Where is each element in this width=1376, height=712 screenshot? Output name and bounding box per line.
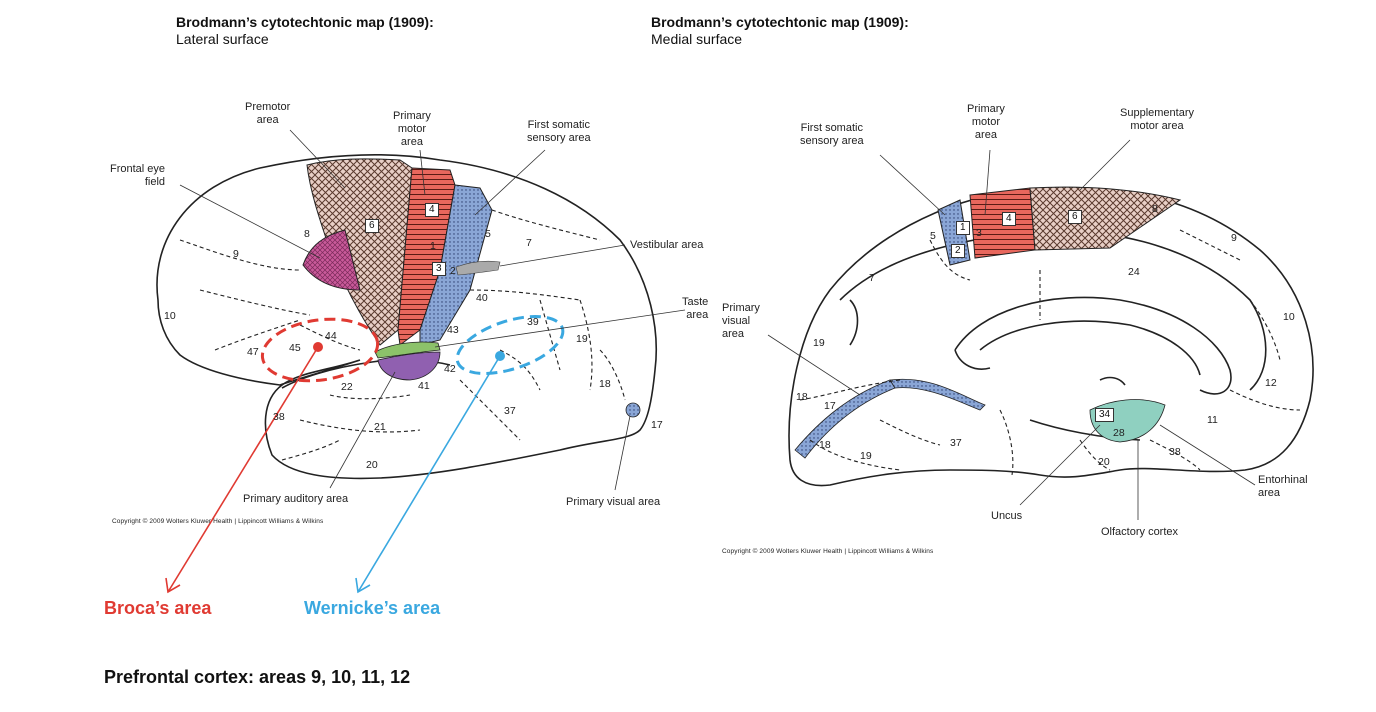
wernicke-arrow: [357, 355, 501, 593]
area-1: 1: [430, 240, 436, 252]
medial-area-7: 7: [869, 272, 875, 284]
area-39: 39: [527, 316, 539, 328]
olfactory-label: Olfactory cortex: [1101, 526, 1179, 538]
area-3: 3: [432, 262, 446, 276]
area-21: 21: [374, 421, 386, 433]
medial-area-37: 37: [950, 437, 962, 449]
area-17: 17: [651, 419, 663, 431]
area-41: 41: [418, 380, 430, 392]
area-8: 8: [304, 228, 310, 240]
prefrontal-caption: Prefrontal cortex: areas 9, 10, 11, 12: [104, 667, 411, 687]
wernicke-label: Wernicke’s area: [304, 598, 441, 618]
medial-area-24: 24: [1128, 266, 1140, 278]
medial-area-19b: 19: [860, 450, 872, 462]
primary-auditory-label: Primary auditory area: [243, 493, 349, 505]
broca-arrow: [167, 346, 319, 593]
medial-area-3: 3: [976, 227, 982, 239]
area-37: 37: [504, 405, 516, 417]
medial-area-28: 28: [1113, 427, 1125, 439]
medial-area-12: 12: [1265, 377, 1277, 389]
medial-area-1: 1: [956, 221, 970, 235]
uncus-label: Uncus: [991, 510, 1023, 522]
area-43: 43: [447, 324, 459, 336]
medial-subtitle: Medial surface: [651, 31, 743, 47]
area-38: 38: [273, 411, 285, 423]
area-4: 4: [425, 203, 439, 217]
medial-area-5: 5: [930, 230, 936, 242]
medial-area-11: 11: [1207, 414, 1218, 426]
medial-area-34: 34: [1095, 408, 1115, 422]
medial-copyright: Copyright © 2009 Wolters Kluwer Health |…: [722, 548, 934, 555]
area-2: 2: [450, 265, 456, 277]
area-47: 47: [247, 346, 259, 358]
area-45: 45: [289, 342, 301, 354]
area-5: 5: [485, 228, 491, 240]
broca-label: Broca’s area: [104, 598, 212, 618]
medial-area-18b: 18: [819, 439, 831, 451]
medial-area-17: 17: [824, 400, 836, 412]
area-9: 9: [233, 248, 239, 260]
vestibular-label: Vestibular area: [630, 239, 704, 251]
lateral-title: Brodmann’s cytotechtonic map (1909):: [176, 14, 434, 30]
medial-title: Brodmann’s cytotechtonic map (1909):: [651, 14, 909, 30]
medial-area-9: 9: [1231, 232, 1237, 244]
area-7: 7: [526, 237, 532, 249]
area-40: 40: [476, 292, 488, 304]
medial-area-38: 38: [1169, 446, 1181, 458]
area-20: 20: [366, 459, 378, 471]
area-6: 6: [365, 219, 379, 233]
area-10: 10: [164, 310, 176, 322]
medial-area-8: 8: [1152, 203, 1158, 215]
area-18: 18: [599, 378, 611, 390]
medial-area-10: 10: [1283, 311, 1295, 323]
lateral-copyright: Copyright © 2009 Wolters Kluwer Health |…: [112, 518, 324, 525]
medial-area-20: 20: [1098, 456, 1110, 468]
medial-area-6: 6: [1068, 210, 1082, 224]
medial-area-19a: 19: [813, 337, 825, 349]
area-44: 44: [325, 330, 337, 342]
area-19: 19: [576, 333, 588, 345]
wernicke-region: [455, 315, 565, 375]
area-22: 22: [341, 381, 353, 393]
medial-area-2: 2: [951, 244, 965, 258]
broca-region: [260, 317, 380, 383]
lateral-subtitle: Lateral surface: [176, 31, 269, 47]
medial-area-4: 4: [1002, 212, 1016, 226]
area-42: 42: [444, 363, 456, 375]
medial-area-18a: 18: [796, 391, 808, 403]
primary-visual-label: Primary visual area: [566, 496, 661, 508]
